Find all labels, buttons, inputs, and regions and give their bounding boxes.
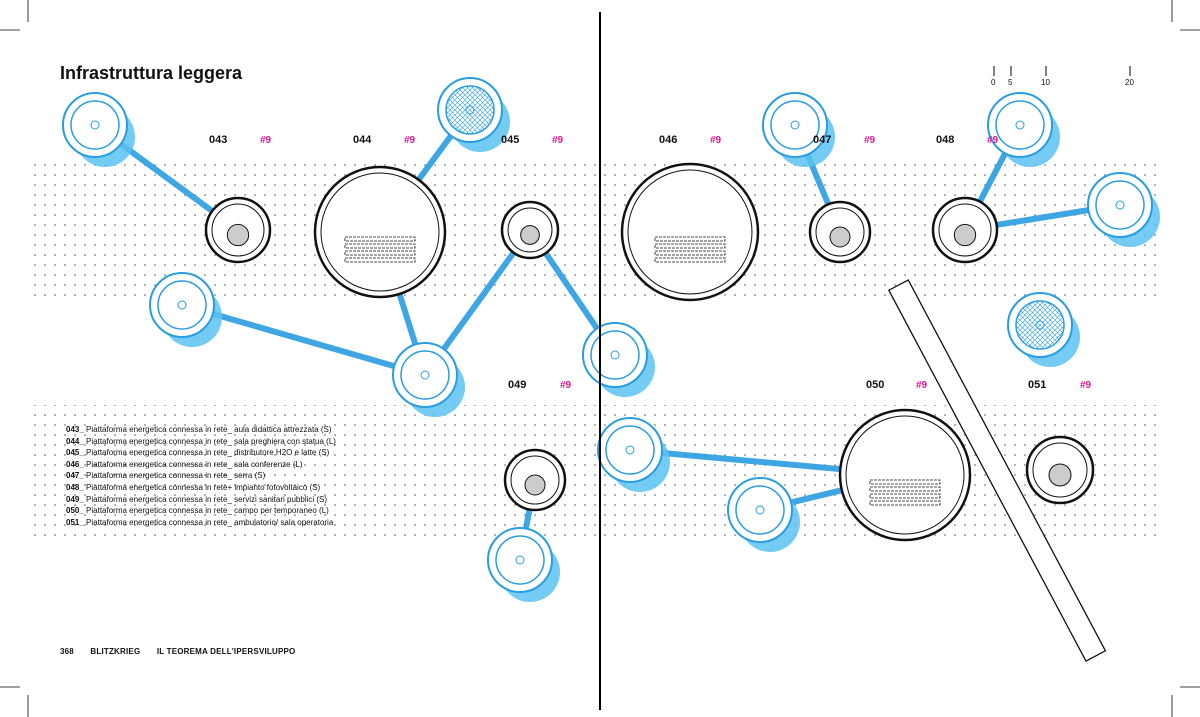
- platform-label: 044: [353, 134, 372, 146]
- scale-tick-10: 10: [1041, 78, 1050, 87]
- platform-tag: #9: [1080, 380, 1092, 391]
- platform-048-plan: [931, 196, 999, 264]
- energy-node: [987, 92, 1060, 167]
- legend-item: 044_ Piattaforma energetica connessa in …: [66, 436, 336, 446]
- network-link: [181, 302, 426, 378]
- platform-051-plan: [1025, 435, 1095, 505]
- legend-item: 050_ Piattaforma energetica connessa in …: [66, 506, 329, 516]
- book-title: BLITZKRIEG: [90, 647, 141, 656]
- platform-label: 047: [813, 134, 832, 146]
- platform-label: 048: [936, 134, 955, 146]
- legend-item: 049_ Piattaforma energetica connessa in …: [66, 494, 328, 504]
- energy-node: [727, 477, 800, 552]
- scale-tick-20: 20: [1125, 78, 1134, 87]
- book-subtitle: IL TEOREMA DELL'IPERSVILUPPO: [156, 647, 296, 656]
- energy-node: [1007, 292, 1080, 367]
- platform-tag: #9: [864, 135, 876, 146]
- platform-label: 045: [501, 134, 520, 146]
- platform-044-plan: [313, 165, 447, 299]
- energy-node: [1087, 172, 1160, 247]
- platform-tag: #9: [260, 135, 272, 146]
- scale-tick-0: 0: [991, 78, 996, 87]
- platform-049-plan: [503, 448, 567, 512]
- platform-label: 049: [508, 379, 527, 391]
- energy-node: [437, 77, 510, 152]
- platform-label: 043: [209, 134, 228, 146]
- energy-node: [149, 272, 222, 347]
- platform-050-plan: [838, 408, 972, 542]
- platform-label: 046: [659, 134, 678, 146]
- platform-046-plan: [620, 162, 760, 302]
- page-title: Infrastruttura leggera: [60, 63, 243, 83]
- platform-tag: #9: [710, 135, 722, 146]
- legend-item: 047_ Piattaforma energetica connessa in …: [66, 471, 266, 481]
- platform-label: 051: [1028, 379, 1047, 391]
- platform-043-plan: [204, 196, 272, 264]
- legend-item: 045_ Piattaforma energetica connessa in …: [66, 448, 330, 458]
- platform-045-plan: [500, 200, 560, 260]
- energy-node: [392, 342, 465, 417]
- legend-item: 043_ Piattaforma energetica connessa in …: [66, 425, 332, 434]
- road-strip: [887, 279, 1107, 662]
- page-number: 368: [60, 647, 74, 656]
- legend: 043_ Piattaforma energetica connessa in …: [66, 424, 336, 528]
- platform-tag: #9: [552, 135, 564, 146]
- energy-node: [62, 92, 135, 167]
- page-footer: 368 BLITZKRIEG IL TEOREMA DELL'IPERSVILU…: [60, 647, 309, 656]
- platform-tag: #9: [987, 135, 999, 146]
- energy-node: [597, 417, 670, 492]
- legend-item: 046_ Piattaforma energetica connessa in …: [66, 459, 303, 469]
- platform-047-plan: [808, 200, 872, 264]
- platform-label: 050: [866, 379, 885, 391]
- energy-node: [487, 527, 560, 602]
- platform-tag: #9: [404, 135, 416, 146]
- scale-tick-5: 5: [1008, 78, 1013, 87]
- legend-item: 048_ Piattaforma energetica connessa in …: [66, 482, 321, 492]
- legend-item: 051_ Piattaforma energetica connessa in …: [66, 517, 334, 527]
- platform-tag: #9: [916, 380, 928, 391]
- platform-tag: #9: [560, 380, 572, 391]
- energy-node: [762, 92, 835, 167]
- energy-node: [582, 322, 655, 397]
- scale-bar: [993, 66, 1131, 76]
